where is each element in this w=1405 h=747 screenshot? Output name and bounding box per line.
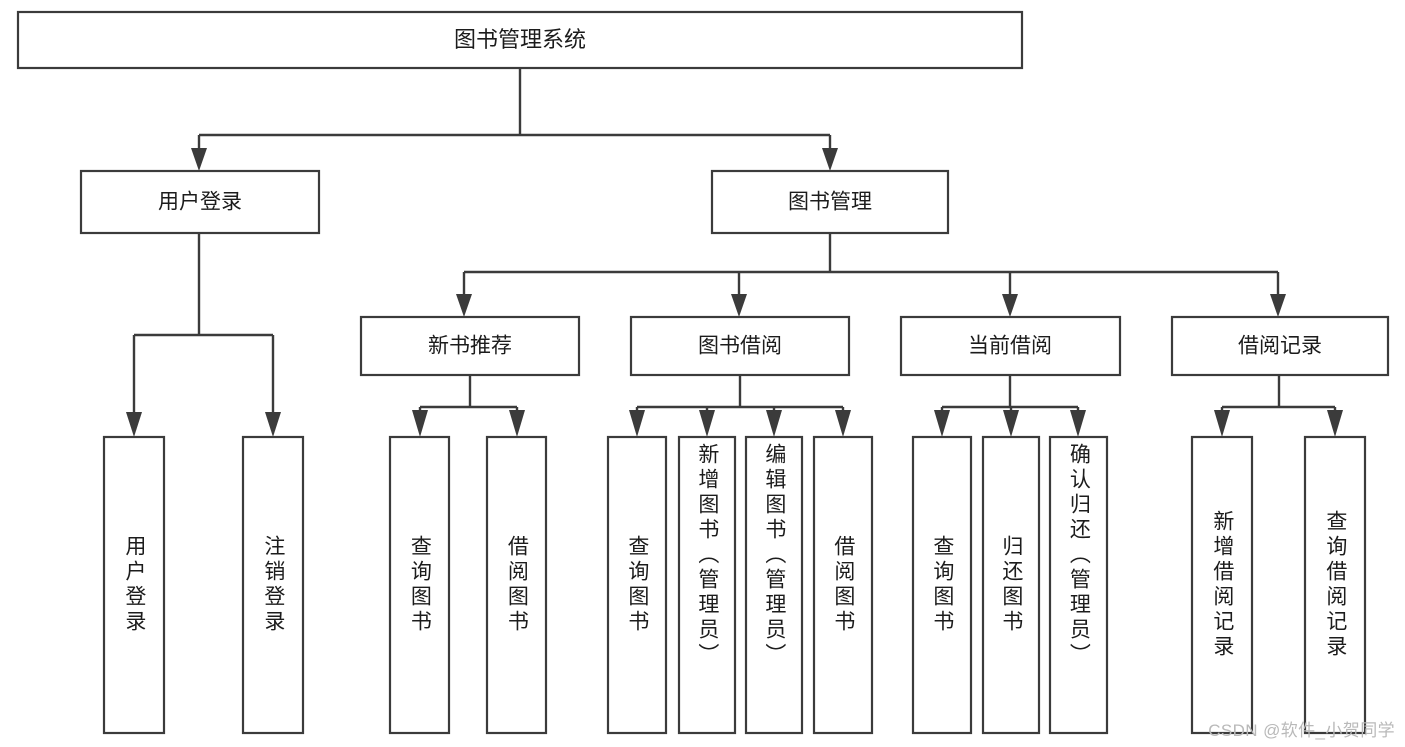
arrow-head-leaf-borrow-book-1 xyxy=(509,410,525,437)
arrow-head-leaf-user-login xyxy=(126,412,142,437)
node-leaf-borrow-book-1-box[interactable] xyxy=(485,435,548,735)
node-leaf-query-book-3-box[interactable] xyxy=(911,435,973,735)
arrow-head-leaf-user-logout xyxy=(265,412,281,437)
node-root[interactable]: 图书管理系统 xyxy=(16,10,1024,70)
node-leaf-borrow-book-2-box[interactable] xyxy=(812,435,874,735)
arrow-head-leaf-query-borrow-record xyxy=(1327,410,1343,437)
arrow-head-leaf-confirm-return-admin xyxy=(1070,410,1086,437)
csdn-watermark: CSDN @软件_小贺同学 xyxy=(1208,721,1395,740)
node-leaf-add-book-admin-box[interactable] xyxy=(677,435,737,735)
arrow-head-new-book-recommend xyxy=(456,294,472,317)
node-user-login-box[interactable] xyxy=(79,169,321,235)
node-root-box[interactable] xyxy=(16,10,1024,70)
node-current-borrow-label: 当前借阅 xyxy=(968,335,1052,358)
node-book-manage-box[interactable] xyxy=(710,169,950,235)
arrow-head-leaf-borrow-book-2 xyxy=(835,410,851,437)
arrow-head-current-borrow xyxy=(1002,294,1018,317)
arrow-head-leaf-edit-book-admin xyxy=(766,410,782,437)
node-leaf-user-login-box[interactable] xyxy=(102,435,166,735)
node-new-book-recommend-label: 新书推荐 xyxy=(428,335,512,358)
arrow-head-leaf-add-book-admin xyxy=(699,410,715,437)
arrow-head-book-manage xyxy=(822,148,838,171)
node-book-manage[interactable]: 图书管理 xyxy=(710,169,950,235)
node-leaf-return-book-box[interactable] xyxy=(981,435,1041,735)
node-new-book-recommend[interactable]: 新书推荐 xyxy=(359,315,581,377)
arrow-head-borrow-record xyxy=(1270,294,1286,317)
node-book-borrow[interactable]: 图书借阅 xyxy=(629,315,851,377)
arrow-head-leaf-return-book xyxy=(1003,410,1019,437)
arrow-head-leaf-query-book-1 xyxy=(412,410,428,437)
node-leaf-query-book-2-box[interactable] xyxy=(606,435,668,735)
node-user-login-label: 用户登录 xyxy=(158,191,242,214)
arrow-head-leaf-query-book-3 xyxy=(934,410,950,437)
node-user-login[interactable]: 用户登录 xyxy=(79,169,321,235)
node-current-borrow[interactable]: 当前借阅 xyxy=(899,315,1122,377)
node-root-label: 图书管理系统 xyxy=(454,27,586,52)
node-leaf-edit-book-admin-box[interactable] xyxy=(744,435,804,735)
arrow-head-leaf-add-borrow-record xyxy=(1214,410,1230,437)
node-book-manage-label: 图书管理 xyxy=(788,191,872,214)
node-leaf-query-borrow-record-box[interactable] xyxy=(1303,435,1367,735)
arrow-head-leaf-query-book-2 xyxy=(629,410,645,437)
node-leaf-confirm-return-admin-box[interactable] xyxy=(1048,435,1109,735)
leaf-boxes-layer xyxy=(102,435,1367,735)
node-leaf-user-logout-box[interactable] xyxy=(241,435,305,735)
arrow-head-user-login xyxy=(191,148,207,171)
node-borrow-record-box[interactable] xyxy=(1170,315,1390,377)
node-borrow-record-label: 借阅记录 xyxy=(1238,335,1322,358)
node-leaf-query-book-1-box[interactable] xyxy=(388,435,451,735)
node-book-borrow-label: 图书借阅 xyxy=(698,335,782,358)
node-book-borrow-box[interactable] xyxy=(629,315,851,377)
node-leaf-add-borrow-record-box[interactable] xyxy=(1190,435,1254,735)
node-borrow-record[interactable]: 借阅记录 xyxy=(1170,315,1390,377)
arrow-head-book-borrow xyxy=(731,294,747,317)
node-current-borrow-box[interactable] xyxy=(899,315,1122,377)
connectors-layer xyxy=(126,68,1343,437)
node-new-book-recommend-box[interactable] xyxy=(359,315,581,377)
